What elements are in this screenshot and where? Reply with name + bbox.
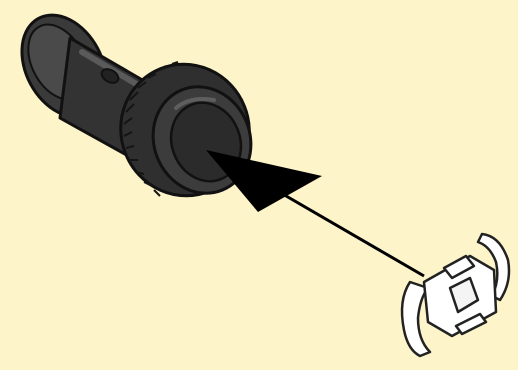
retaining-clip-icon [402, 234, 509, 356]
spool-holder-icon [5, 0, 269, 215]
insertion-arrow-line [262, 182, 424, 276]
insertion-arrow-icon [206, 150, 424, 276]
